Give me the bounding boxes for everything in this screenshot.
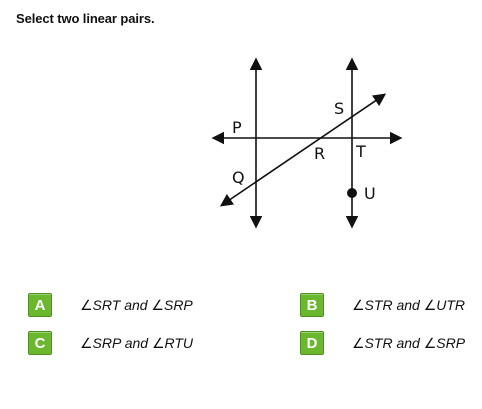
label-p: P [232, 118, 242, 137]
choice-b-badge[interactable]: B [300, 293, 324, 317]
choice-d[interactable]: D ∠STR and ∠SRP [300, 331, 465, 355]
choice-b[interactable]: B ∠STR and ∠UTR [300, 293, 465, 317]
label-r: R [314, 144, 325, 163]
choice-a-badge[interactable]: A [28, 293, 52, 317]
choice-b-text: ∠STR and ∠UTR [352, 296, 466, 313]
choice-c-badge[interactable]: C [28, 331, 52, 355]
choice-c-text: ∠SRP and ∠RTU [80, 334, 194, 351]
choice-a-text: ∠SRT and ∠SRP [80, 296, 193, 313]
label-q: Q [232, 168, 245, 187]
label-t: T [355, 142, 366, 161]
choice-d-text: ∠STR and ∠SRP [352, 334, 466, 351]
label-u: U [364, 184, 376, 203]
transversal-line [219, 93, 387, 207]
choice-a[interactable]: A ∠SRT and ∠SRP [28, 293, 193, 317]
choice-c[interactable]: C ∠SRP and ∠RTU [28, 331, 193, 355]
choice-d-badge[interactable]: D [300, 331, 324, 355]
label-s: S [334, 99, 344, 118]
question-text: Select two linear pairs. [16, 11, 155, 26]
point-u-dot [347, 188, 357, 198]
